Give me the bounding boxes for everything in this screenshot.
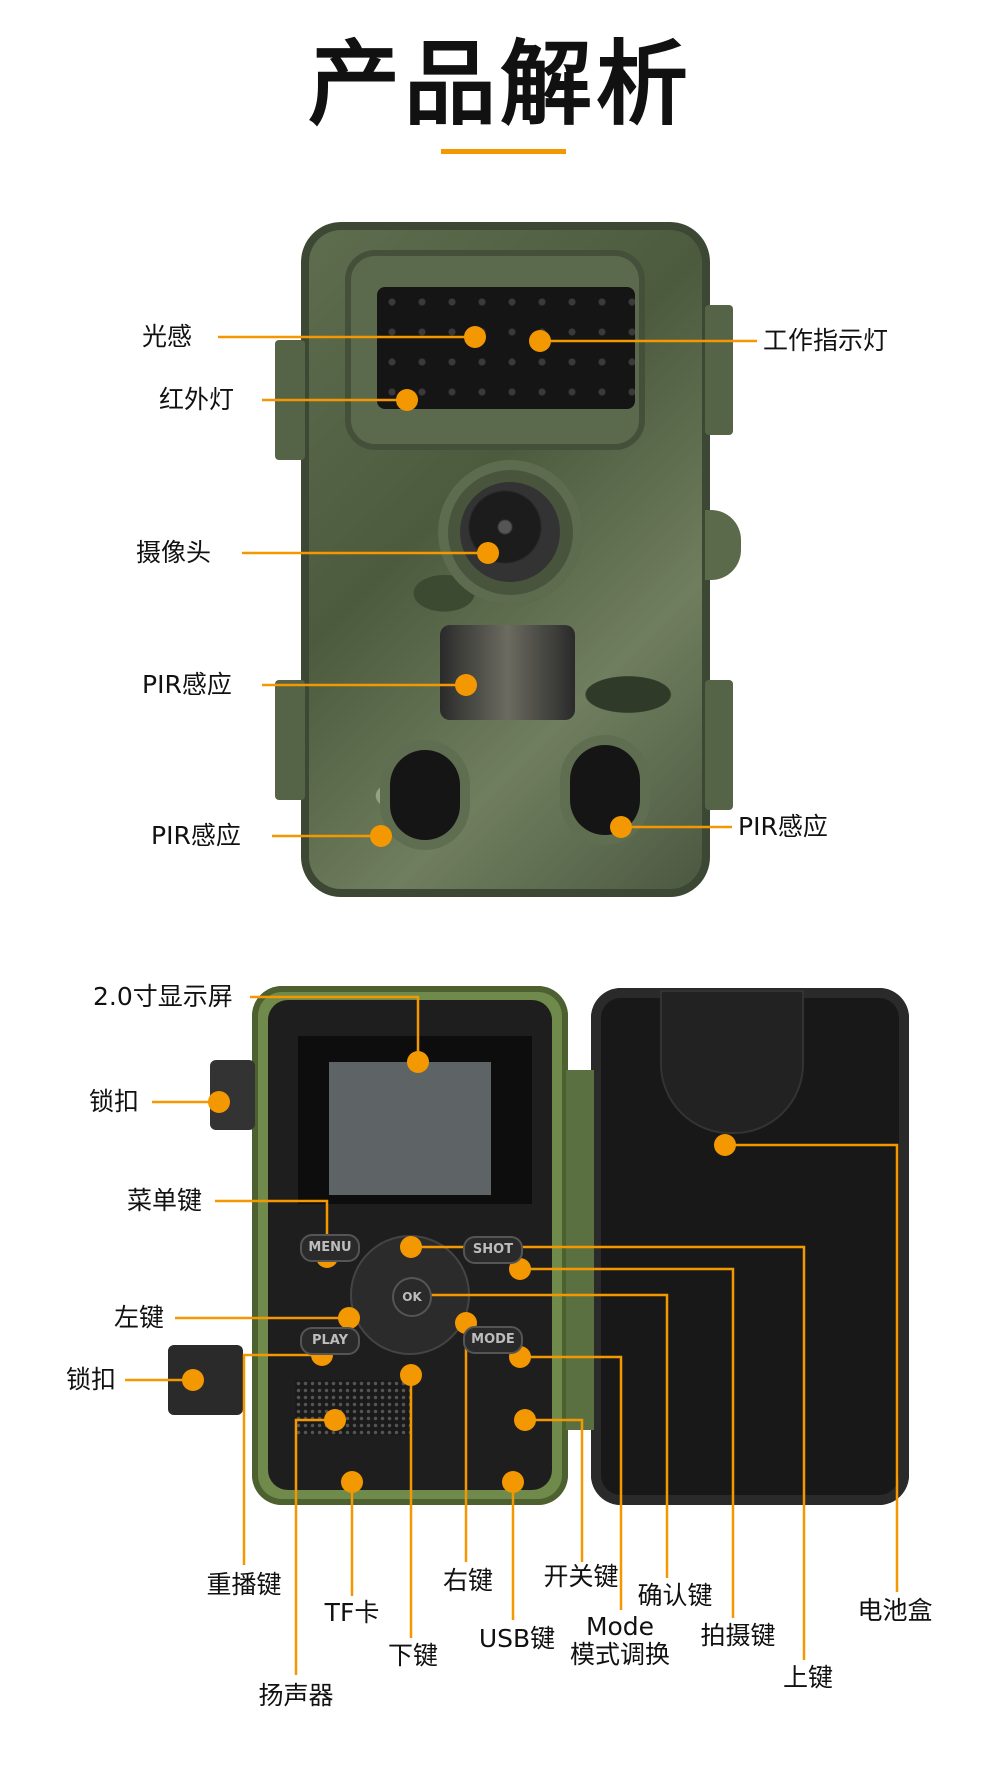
leader-line [525, 1418, 584, 1562]
speaker-grille [295, 1380, 410, 1435]
leader-line [411, 1245, 806, 1660]
play-button[interactable]: PLAY [300, 1327, 360, 1355]
menu-button[interactable]: MENU [300, 1234, 360, 1262]
callout-label: TF卡 [324, 1598, 380, 1627]
leader-line [416, 1293, 669, 1578]
callout-dot [338, 1307, 360, 1329]
callout-dot [407, 1051, 429, 1073]
leader-line [242, 1353, 322, 1565]
callout-label: USB键 [478, 1624, 556, 1653]
ir-led-panel [377, 287, 635, 409]
callout-dot [208, 1091, 230, 1113]
leader-line [520, 1267, 735, 1618]
callout-dot [400, 1236, 422, 1258]
callout-dot [396, 389, 418, 411]
callout-label: 扬声器 [258, 1681, 334, 1710]
callout-label: 摄像头 [136, 538, 212, 567]
page-title: 产品解析 [307, 31, 692, 138]
hinge [566, 1070, 594, 1430]
callout-dot [341, 1471, 363, 1493]
camera-lens [460, 482, 560, 582]
pir-sensor-left [390, 750, 460, 840]
callout-label: 确认键 [637, 1581, 713, 1610]
callout-dot [477, 542, 499, 564]
leader-line [725, 1143, 899, 1592]
callout-label: PIR感应 [151, 821, 241, 850]
callout-label: 光感 [142, 322, 193, 351]
callout-label: 锁扣 [66, 1365, 117, 1394]
callout-label: 拍摄键 [700, 1621, 776, 1650]
callout-dot [514, 1409, 536, 1431]
callout-dot [455, 674, 477, 696]
callout-dot [370, 825, 392, 847]
callout-label: 左键 [114, 1303, 165, 1332]
side-latch-right [705, 305, 733, 435]
leader-line [520, 1355, 623, 1610]
callout-dot [400, 1364, 422, 1386]
callout-label: 重播键 [206, 1570, 282, 1599]
callout-dot [324, 1409, 346, 1431]
lcd-screen[interactable] [329, 1062, 491, 1195]
side-latch-left-lower [275, 680, 305, 800]
ok-button[interactable]: OK [392, 1277, 432, 1317]
callout-label: 工作指示灯 [763, 326, 889, 355]
side-latch-right-lower [705, 680, 733, 810]
callout-label: 菜单键 [127, 1186, 203, 1215]
callout-label: 2.0寸显示屏 [93, 982, 233, 1011]
callout-label: 下键 [387, 1641, 439, 1670]
callout-label: 锁扣 [89, 1087, 140, 1116]
callout-dot [714, 1134, 736, 1156]
callout-dot [509, 1258, 531, 1280]
mode-button[interactable]: MODE [463, 1326, 523, 1354]
callout-label: 上键 [782, 1663, 834, 1692]
title-underline [441, 149, 566, 154]
callout-dot [610, 816, 632, 838]
callout-dot [464, 326, 486, 348]
leader-line [250, 995, 420, 1062]
callout-label: 模式调换 [569, 1640, 671, 1669]
shot-button[interactable]: SHOT [463, 1236, 523, 1264]
callout-label: 右键 [442, 1566, 494, 1595]
callout-label: PIR感应 [738, 812, 828, 841]
callout-dot [502, 1471, 524, 1493]
battery-cover [660, 990, 804, 1134]
callout-dot [182, 1369, 204, 1391]
callout-label: PIR感应 [142, 670, 232, 699]
callout-label: 红外灯 [159, 385, 235, 414]
leader-line [294, 1418, 335, 1675]
callout-label: 开关键 [543, 1562, 619, 1591]
callout-dot [529, 330, 551, 352]
pir-sensor-window [440, 625, 575, 720]
callout-label: 电池盒 [857, 1596, 933, 1625]
callout-label: Mode [585, 1612, 655, 1641]
